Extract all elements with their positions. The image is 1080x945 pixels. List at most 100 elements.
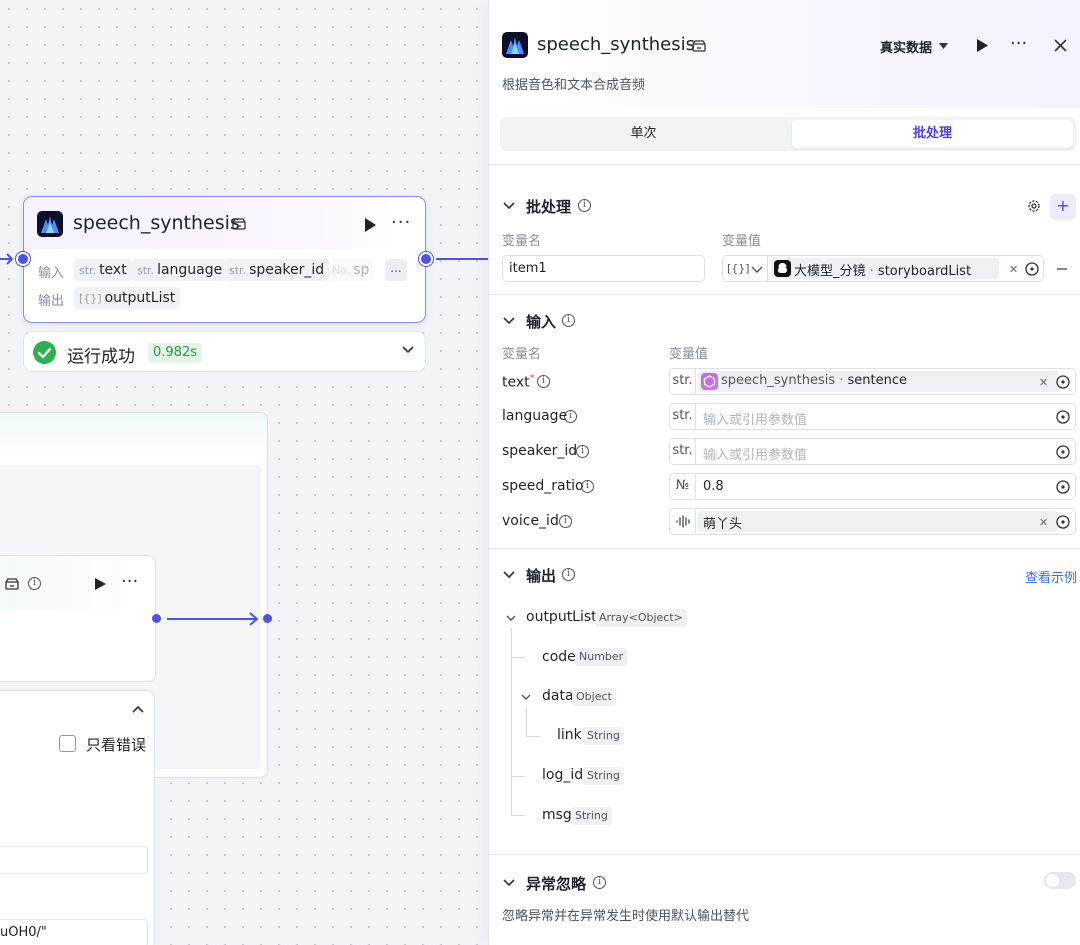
speech-synthesis-node[interactable]: speech_synthesis ··· 输入 str.text str.lan… xyxy=(23,196,426,323)
clear-icon[interactable]: ✕ xyxy=(1039,516,1049,529)
tab-batch[interactable]: 批处理 xyxy=(792,120,1073,148)
tree-line xyxy=(511,657,525,658)
target-icon[interactable] xyxy=(1056,515,1070,529)
more-inputs-button[interactable]: ... xyxy=(385,259,407,281)
input-name-voice-id: voice_id xyxy=(502,513,559,529)
caret-down-icon[interactable] xyxy=(939,43,948,49)
info-icon[interactable]: i xyxy=(578,199,591,212)
node-outputs-row: 输出 [{}]outputList xyxy=(24,287,425,309)
plus-icon[interactable]: + xyxy=(1050,194,1076,220)
more-icon[interactable]: ··· xyxy=(1010,33,1028,54)
target-icon[interactable] xyxy=(1056,375,1070,389)
info-icon[interactable]: i xyxy=(562,314,575,327)
info-icon[interactable]: i xyxy=(28,577,41,590)
inner-edge-target-port[interactable] xyxy=(263,614,272,623)
info-icon[interactable]: i xyxy=(593,876,606,889)
input-col-value: 变量值 xyxy=(669,347,709,362)
output-field-link: link xyxy=(557,727,582,743)
chevron-down-icon[interactable] xyxy=(751,266,763,274)
input-tag-speed-ratio: No.sp xyxy=(327,259,373,281)
close-icon[interactable] xyxy=(1054,39,1067,52)
run-icon[interactable] xyxy=(976,38,989,53)
info-icon[interactable]: i xyxy=(537,375,550,388)
chevron-down-icon[interactable] xyxy=(503,202,515,210)
output-field-log-id: log_id xyxy=(542,767,584,783)
speaker-id-value-field[interactable]: str. 输入或引用参数值 xyxy=(669,438,1076,465)
voice-wave-icon xyxy=(670,509,696,534)
workflow-canvas[interactable]: i ··· 只看错误 uOH0/" speech_synthesis ··· 输… xyxy=(0,0,488,945)
mode-segmented-control: 单次 批处理 xyxy=(500,117,1076,151)
type-label: str. xyxy=(670,369,696,394)
chevron-down-icon[interactable] xyxy=(506,615,516,622)
inner-node-output-port[interactable] xyxy=(152,614,161,623)
divider xyxy=(489,164,1080,165)
exception-ignore-toggle[interactable] xyxy=(1044,872,1076,889)
tab-single[interactable]: 单次 xyxy=(630,126,657,141)
only-errors-label: 只看错误 xyxy=(86,736,147,754)
run-icon[interactable] xyxy=(93,577,107,591)
info-icon[interactable]: i xyxy=(559,515,572,528)
output-section-title: 输出 xyxy=(526,567,557,585)
node-output-port[interactable] xyxy=(419,252,433,266)
target-icon[interactable] xyxy=(1056,445,1070,459)
type-tag: Object xyxy=(572,688,616,706)
type-tag: Array<Object> xyxy=(595,609,687,627)
log-code-snippet: uOH0/" xyxy=(0,919,148,945)
info-icon[interactable]: i xyxy=(576,445,589,458)
divider xyxy=(489,294,1080,295)
target-icon[interactable] xyxy=(1056,480,1070,494)
input-name-speed-ratio: speed_ratio xyxy=(502,478,584,494)
batch-ref-field[interactable]: [{}] 大模型_分镜 · storyboardList ✕ xyxy=(722,255,1044,282)
node-header xyxy=(24,197,425,249)
only-errors-checkbox[interactable] xyxy=(59,735,76,752)
tree-line xyxy=(511,776,525,777)
speed-ratio-value-field[interactable]: № 0.8 xyxy=(669,473,1076,500)
inner-node[interactable]: i ··· xyxy=(0,555,156,682)
panel-description: 根据音色和文本合成音频 xyxy=(502,78,646,93)
chevron-down-icon[interactable] xyxy=(503,879,515,887)
ref-chip: 大模型_分镜 · storyboardList xyxy=(771,258,999,279)
remove-batch-item-icon[interactable] xyxy=(1057,268,1067,270)
input-col-name: 变量名 xyxy=(502,347,542,362)
text-value-field[interactable]: str. speech_synthesis · sentence ✕ xyxy=(669,368,1076,395)
output-field-outputlist: outputList xyxy=(526,609,597,625)
chevron-up-icon[interactable] xyxy=(132,705,144,713)
output-tag-outputlist: [{}]outputList xyxy=(74,287,181,309)
store-icon xyxy=(232,218,246,230)
array-type-label: [{}] xyxy=(727,262,750,275)
clear-icon[interactable]: ✕ xyxy=(1009,263,1019,276)
more-icon[interactable]: ··· xyxy=(121,571,139,592)
gear-icon[interactable] xyxy=(1027,199,1041,213)
incoming-arrow-icon xyxy=(0,253,14,265)
node-input-port[interactable] xyxy=(16,252,30,266)
input-section-title: 输入 xyxy=(526,313,557,331)
divider xyxy=(767,256,768,281)
voice-id-value-field[interactable]: 萌丫头 ✕ xyxy=(669,508,1076,535)
input-name-speaker-id: speaker_id xyxy=(502,443,578,459)
more-icon[interactable]: ··· xyxy=(391,212,412,233)
info-icon[interactable]: i xyxy=(581,480,594,493)
language-value-field[interactable]: str. 输入或引用参数值 xyxy=(669,403,1076,430)
target-icon[interactable] xyxy=(1025,262,1039,276)
info-icon[interactable]: i xyxy=(562,568,575,581)
chevron-down-icon[interactable] xyxy=(402,346,414,354)
chevron-down-icon[interactable] xyxy=(503,571,515,579)
info-icon[interactable]: i xyxy=(564,410,577,423)
chevron-down-icon[interactable] xyxy=(521,694,531,701)
output-field-code: code xyxy=(542,649,576,665)
voice-value-chip: 萌丫头 xyxy=(698,511,1058,532)
run-log-panel: 只看错误 uOH0/" xyxy=(0,690,155,945)
target-icon[interactable] xyxy=(1056,410,1070,424)
run-status-bar[interactable]: 运行成功 0.982s xyxy=(23,331,426,372)
view-example-link[interactable]: 查看示例 xyxy=(1025,571,1078,586)
chevron-down-icon[interactable] xyxy=(503,317,515,325)
batch-item-name-input[interactable]: item1 xyxy=(502,255,705,282)
outputs-label: 输出 xyxy=(38,294,65,309)
divider xyxy=(489,548,1080,549)
data-mode-dropdown[interactable]: 真实数据 xyxy=(880,41,933,56)
divider xyxy=(489,854,1080,855)
clear-icon[interactable]: ✕ xyxy=(1039,376,1049,389)
run-icon[interactable] xyxy=(363,217,377,233)
log-field xyxy=(0,846,148,874)
input-tag-language: str.language xyxy=(132,259,228,281)
